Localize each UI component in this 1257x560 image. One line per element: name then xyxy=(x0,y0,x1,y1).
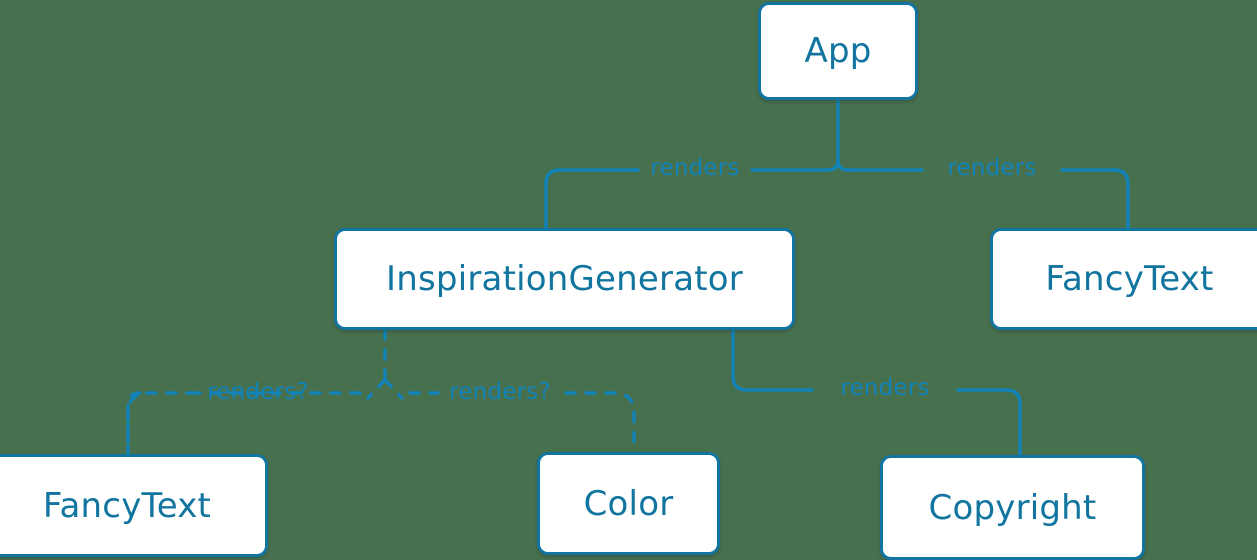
edge-inspirationgenerator-to-copyright xyxy=(731,328,1022,457)
node-copyright[interactable]: Copyright xyxy=(880,455,1145,560)
node-fancytext-right[interactable]: FancyText xyxy=(990,228,1257,330)
edge-label-app-to-fancytext-right: renders xyxy=(947,155,1037,181)
edge-dashed-split-left xyxy=(366,378,387,400)
edge-inspirationgenerator-to-fancytext-left-corner xyxy=(126,391,198,456)
edge-app-to-fancytext-right xyxy=(846,168,1130,230)
node-copyright-label: Copyright xyxy=(928,487,1097,528)
edge-dashed-split-right xyxy=(383,378,404,400)
node-color[interactable]: Color xyxy=(537,452,720,555)
node-fancytext-left[interactable]: FancyText xyxy=(0,454,268,557)
edge-label-app-to-inspirationgenerator: renders xyxy=(650,155,740,181)
node-color-label: Color xyxy=(583,483,674,524)
edge-label-inspirationgenerator-to-color: renders? xyxy=(449,379,551,405)
edge-app-to-inspirationgenerator xyxy=(544,168,830,230)
node-fancytext-right-label: FancyText xyxy=(1045,259,1214,299)
node-inspirationgenerator[interactable]: InspirationGenerator xyxy=(334,228,795,330)
edge-inspirationgenerator-to-color xyxy=(408,391,636,454)
node-app[interactable]: App xyxy=(758,2,918,100)
node-fancytext-left-label: FancyText xyxy=(42,485,212,526)
edge-inspirationgenerator-to-fancytext-left xyxy=(126,391,362,456)
edge-label-inspirationgenerator-to-copyright: renders xyxy=(840,375,930,401)
node-inspirationgenerator-label: InspirationGenerator xyxy=(386,259,743,299)
node-app-label: App xyxy=(804,31,872,71)
edge-label-inspirationgenerator-to-fancytext-left: renders? xyxy=(207,379,309,405)
edge-app-stem-right xyxy=(836,158,850,172)
